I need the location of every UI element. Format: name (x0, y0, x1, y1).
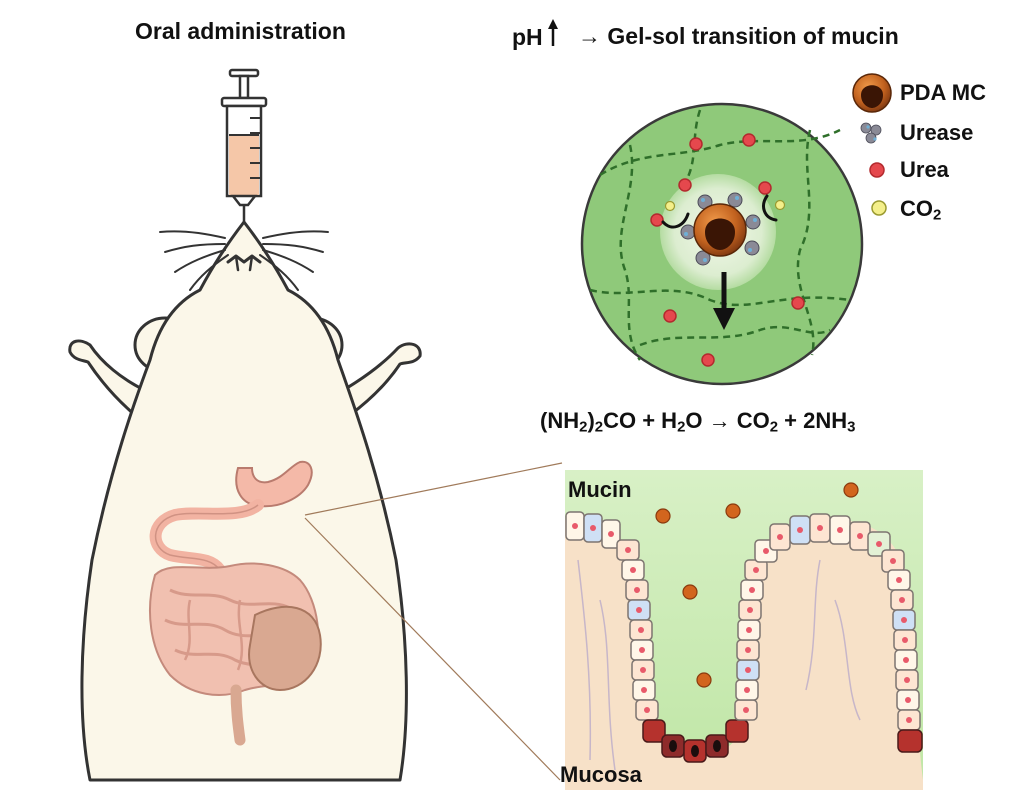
syringe-icon (220, 68, 268, 222)
urease-clusters (680, 192, 761, 266)
urea-particles (650, 133, 805, 367)
pda-mc-particles (655, 482, 859, 688)
eq-sub2: 2 (594, 418, 604, 436)
legend-co2-main: CO (900, 196, 933, 221)
down-arrow-icon (713, 272, 735, 330)
eq-part3: CO + H (603, 408, 678, 433)
mucin-gel-circle (580, 102, 864, 386)
eq-sub3: 2 (677, 418, 686, 436)
legend-urea: Urea (900, 157, 949, 182)
eq-part5: + 2NH (778, 408, 848, 433)
ph-arrow-symbol: → (578, 23, 601, 49)
ph-text: pH (512, 24, 543, 50)
eq-sub5: 3 (847, 418, 856, 436)
legend-co2-sub: 2 (933, 206, 942, 224)
gel-sol-text: Gel-sol transition of mucin (607, 23, 899, 49)
mucosa-label: Mucosa (560, 762, 642, 787)
co2-icon (871, 200, 887, 216)
legend-urease: Urease (900, 120, 974, 145)
urea-icon (869, 162, 885, 178)
gel-sol-transition-title: → Gel-sol transition of mucin (578, 23, 899, 50)
legend-co2: CO2 (900, 196, 942, 224)
eq-part1: (NH (540, 408, 580, 433)
eq-sub1: 2 (579, 418, 588, 436)
eq-part4: O → CO (685, 408, 770, 433)
eq-part2: ) (587, 408, 595, 433)
leader-line-top (304, 462, 563, 516)
pda-mc-icon (852, 73, 892, 113)
gi-tract-illustration (149, 460, 322, 746)
leader-line-bottom (304, 517, 561, 781)
intestinal-tissue-panel (565, 470, 923, 790)
ph-label: pH (512, 24, 543, 51)
eq-sub4: 2 (769, 418, 779, 436)
mucin-label: Mucin (568, 477, 632, 502)
legend-pda-mc: PDA MC (900, 80, 986, 105)
urease-icon (860, 122, 882, 144)
reaction-equation: (NH2)2CO + H2O → CO2 + 2NH3 (540, 408, 856, 436)
oral-administration-title: Oral administration (135, 18, 346, 44)
up-arrow-icon (548, 19, 558, 46)
